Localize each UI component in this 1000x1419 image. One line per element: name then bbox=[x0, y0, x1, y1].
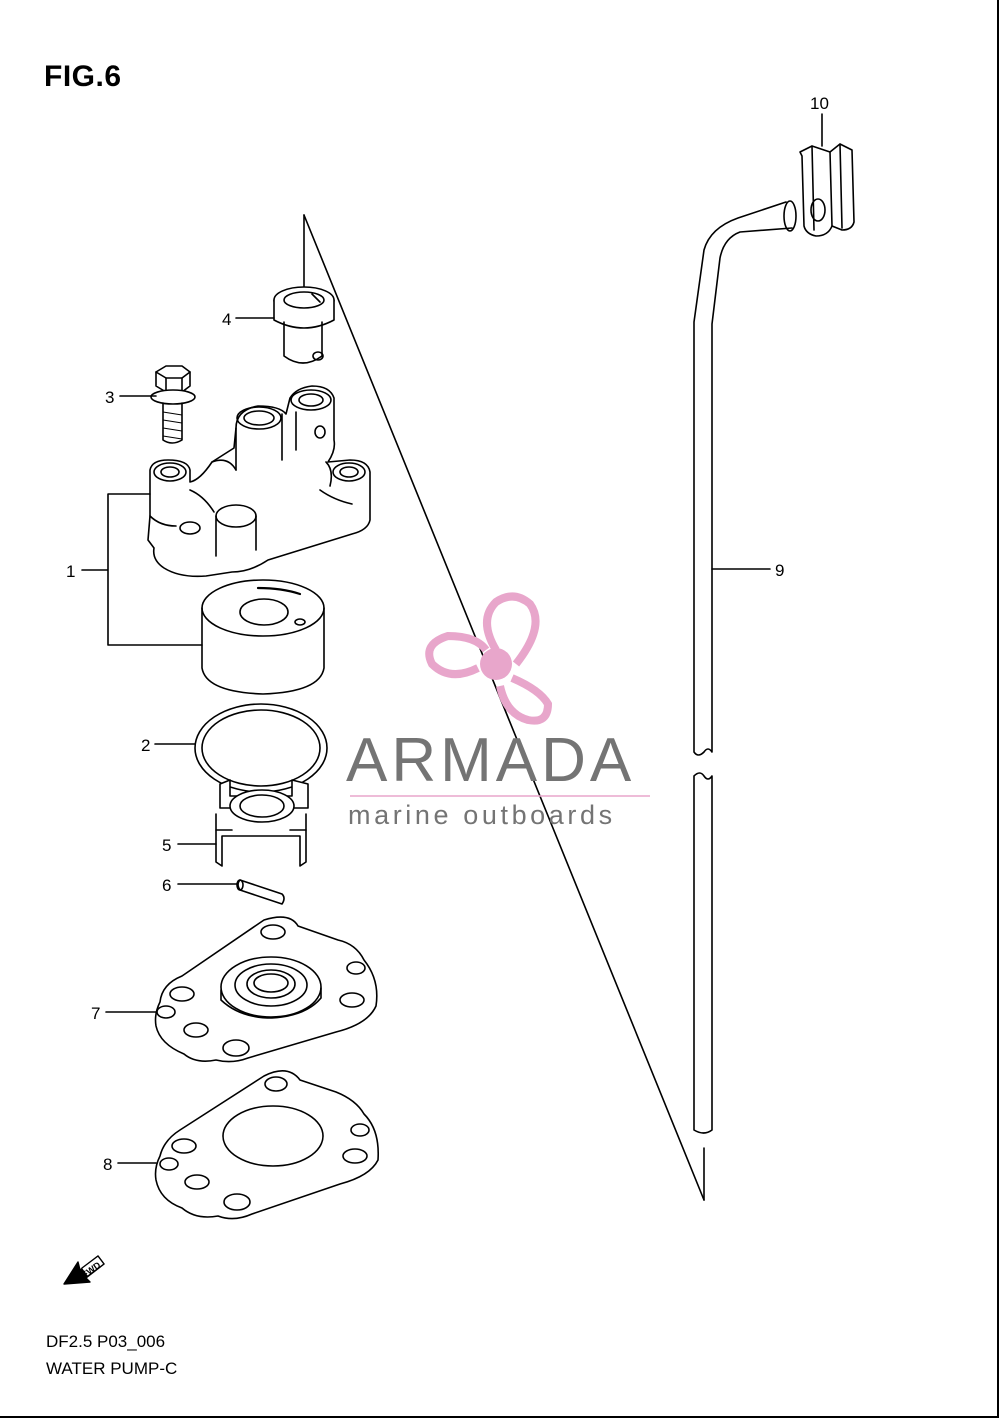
assembly-reference-line bbox=[303, 214, 705, 1201]
leader-1 bbox=[81, 493, 203, 646]
callout-4: 4 bbox=[222, 310, 232, 329]
part-4-sleeve bbox=[273, 286, 335, 364]
callout-9: 9 bbox=[775, 561, 785, 580]
watermark-brand-name: ARMADA bbox=[346, 726, 636, 795]
part-8-gasket bbox=[154, 1070, 380, 1220]
part-10-grommet bbox=[799, 143, 855, 237]
part-1-pump-case bbox=[147, 385, 371, 578]
part-3-bolt bbox=[150, 365, 196, 444]
figure-title: FIG.6 bbox=[44, 60, 122, 93]
callout-5: 5 bbox=[162, 836, 172, 855]
part-2-o-ring bbox=[194, 703, 328, 793]
section-name: WATER PUMP-C bbox=[46, 1359, 178, 1378]
callout-7: 7 bbox=[91, 1004, 101, 1023]
callout-1: 1 bbox=[66, 562, 76, 581]
part-5-impeller bbox=[215, 779, 309, 867]
callout-2: 2 bbox=[141, 736, 151, 755]
model-code: DF2.5 P03_006 bbox=[46, 1332, 166, 1351]
part-6-pin bbox=[236, 879, 285, 905]
callout-10: 10 bbox=[810, 94, 829, 113]
armada-logo-icon bbox=[425, 592, 553, 725]
fwd-arrow bbox=[63, 1255, 105, 1285]
callout-3: 3 bbox=[105, 388, 115, 407]
part-9-water-tube bbox=[693, 200, 797, 1134]
callout-8: 8 bbox=[103, 1155, 113, 1174]
watermark-tagline: marine outboards bbox=[348, 800, 616, 830]
callout-6: 6 bbox=[162, 876, 172, 895]
part-7-pump-plate bbox=[154, 916, 378, 1063]
part-1-liner bbox=[201, 579, 325, 695]
